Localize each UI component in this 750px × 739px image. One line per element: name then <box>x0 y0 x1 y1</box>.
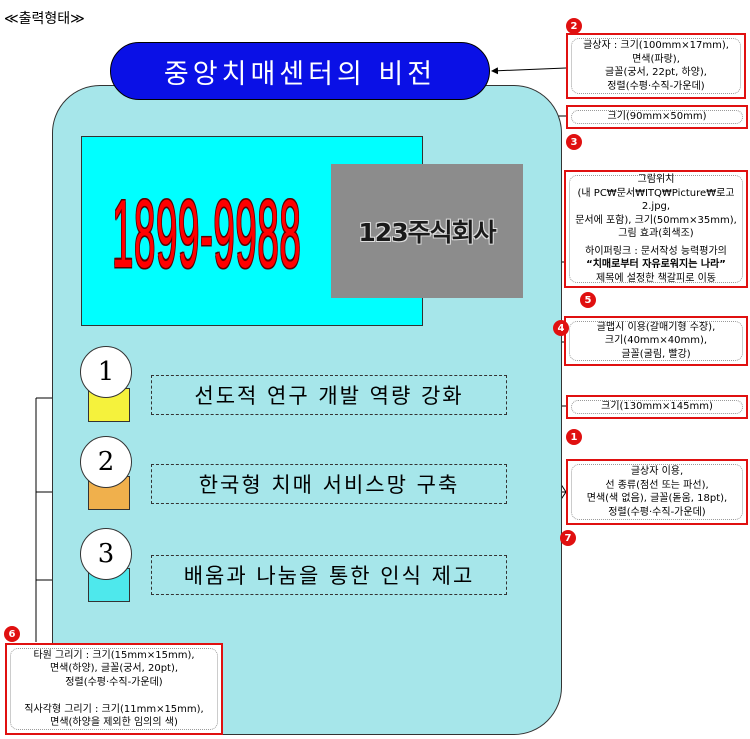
section-title: ≪출력형태≫ <box>4 11 85 27</box>
vision-box-3: 배움과 나눔을 통한 인식 제고 <box>151 555 507 595</box>
hyperlink-post: 제목에 설정한 책갈피로 이동 <box>596 272 716 284</box>
note-line: 타원 그리기 : 크기(15mm×15mm), <box>33 649 195 661</box>
note-vision-spec: 글상자 이용, 선 종류(점선 또는 파선), 면색(색 없음), 글꼴(돋움, 1… <box>566 459 748 525</box>
badge-1: 1 <box>566 429 582 445</box>
note-line: 글꼴(굴림, 빨강) <box>621 348 691 360</box>
badge-2: 2 <box>566 18 582 34</box>
note-title-spec: 글상자 : 크기(100mm×17mm), 면색(파랑), 글꼴(궁서, 22pt,… <box>566 33 746 99</box>
note-line: 면색(하양), 글꼴(궁서, 20pt), <box>49 663 179 674</box>
item-circle-3: 3 <box>80 528 132 580</box>
note-cyan-size: 크기(90mm×50mm) <box>566 105 748 129</box>
company-logo[interactable]: 123주식회사 <box>331 164 523 298</box>
badge-4: 4 <box>553 320 569 336</box>
note-panel-size: 크기(130mm×145mm) <box>566 395 748 419</box>
note-line: 글상자 이용, <box>630 466 684 477</box>
note-line: 면색(파랑), <box>632 53 680 65</box>
title-banner: 중앙치매센터의 비전 <box>110 42 490 100</box>
note-logo-spec: 그림위치 (내 PC₩문서₩ITQ₩Picture₩로고2.jpg,문서에 포함)… <box>564 170 748 288</box>
badge-5: 5 <box>580 292 596 308</box>
note-line: 선 종류(점선 또는 파선), <box>605 479 709 491</box>
note-shape-spec: 타원 그리기 : 크기(15mm×15mm), 면색(하양), 글꼴(궁서, 20… <box>5 643 223 735</box>
note-line: 글맵시 이용(갈매기형 수장), <box>596 321 716 333</box>
badge-3: 3 <box>566 134 582 150</box>
badge-7: 7 <box>560 530 576 546</box>
logo-text: 123주식회사 <box>358 218 496 247</box>
note-line: 면색(하양을 제외한 임의의 색) <box>50 717 178 728</box>
hyperlink-target: “치매로부터 자유로워지는 나라” <box>586 259 726 270</box>
note-line: 글꼴(궁서, 22pt, 하양), <box>605 67 707 78</box>
phone-number: 1899-9988 <box>112 181 302 289</box>
note-line: 그림 효과(회색조) <box>618 228 694 239</box>
note-phone-spec: 글맵시 이용(갈매기형 수장), 크기(40mm×40mm),글꼴(굴림, 빨강) <box>564 316 748 366</box>
note-line: 정렬(수평·수직-가운데) <box>608 506 706 518</box>
note-line: 크기(40mm×40mm), <box>604 335 708 347</box>
vision-box-2: 한국형 치매 서비스망 구축 <box>151 464 507 504</box>
note-line <box>15 689 213 703</box>
badge-6: 6 <box>4 626 20 642</box>
note-line: 면색(색 없음), 글꼴(돋움, 18pt), <box>586 493 728 504</box>
hyperlink-pre: 하이퍼링크 : 문서작성 능력평가의 <box>585 245 727 257</box>
note-line: 직사각형 그리기 : 크기(11mm×15mm), <box>24 703 204 715</box>
note-line: 크기(130mm×145mm) <box>601 401 713 413</box>
item-circle-1: 1 <box>80 346 132 398</box>
note-line: (내 PC₩문서₩ITQ₩Picture₩로고2.jpg, <box>577 187 735 213</box>
note-line: 글상자 : 크기(100mm×17mm), <box>583 40 729 51</box>
vision-box-1: 선도적 연구 개발 역량 강화 <box>151 375 507 415</box>
note-line: 정렬(수평·수직-가운데) <box>607 80 705 92</box>
item-circle-2: 2 <box>80 436 132 488</box>
note-line: 정렬(수평·수직-가운데) <box>65 676 163 688</box>
note-line: 문서에 포함), 크기(50mm×35mm), <box>575 214 737 226</box>
note-line: 그림위치 <box>637 174 675 185</box>
note-line: 크기(90mm×50mm) <box>607 111 707 123</box>
